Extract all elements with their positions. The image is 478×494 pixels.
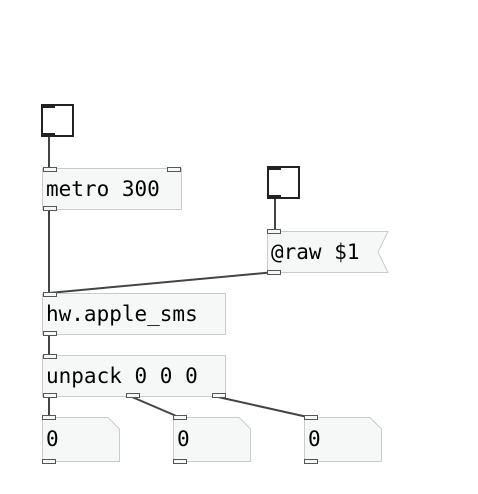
number-box-2-frame <box>173 417 251 462</box>
apple-sms-label: hw.apple_sms <box>46 302 198 326</box>
number-box-2-value: 0 <box>177 427 190 451</box>
message-outlet[interactable] <box>267 270 281 275</box>
wire-unpack-to-number-3[interactable] <box>217 396 313 419</box>
number-box-3-inlet[interactable] <box>304 415 318 420</box>
metro-object[interactable]: metro 300 <box>42 167 182 211</box>
unpack-label: unpack 0 0 0 <box>46 364 198 388</box>
message-box-label: @raw $1 <box>271 240 360 264</box>
number-box-3[interactable]: 0 <box>304 415 382 464</box>
unpack-outlet-3[interactable] <box>212 393 226 398</box>
number-box-1-frame <box>42 417 120 462</box>
apple-sms-inlet[interactable] <box>43 292 57 297</box>
toggle-right[interactable] <box>267 166 300 199</box>
apple-sms-outlet[interactable] <box>43 331 57 336</box>
number-box-2-outlet[interactable] <box>173 459 187 464</box>
number-box-3-value: 0 <box>308 427 321 451</box>
metro-outlet[interactable] <box>43 206 57 211</box>
number-box-1-outlet[interactable] <box>42 459 56 464</box>
unpack-outlet-2[interactable] <box>126 393 140 398</box>
number-box-2[interactable]: 0 <box>173 415 251 464</box>
message-box-frame <box>267 231 389 273</box>
number-box-1-value: 0 <box>46 427 59 451</box>
unpack-object[interactable]: unpack 0 0 0 <box>42 354 226 398</box>
metro-label: metro 300 <box>46 177 160 201</box>
message-box-raw[interactable]: @raw $1 <box>267 229 389 275</box>
unpack-outlet-1[interactable] <box>43 393 57 398</box>
unpack-inlet[interactable] <box>43 354 57 359</box>
toggle-top-outlet[interactable] <box>41 133 55 137</box>
apple-sms-object[interactable]: hw.apple_sms <box>42 292 226 336</box>
toggle-right-inlet[interactable] <box>267 166 281 170</box>
number-box-3-outlet[interactable] <box>304 459 318 464</box>
toggle-top[interactable] <box>41 104 74 137</box>
metro-inlet-right[interactable] <box>167 167 181 172</box>
message-inlet[interactable] <box>267 229 281 234</box>
wire-message-to-apple-sms[interactable] <box>48 271 276 294</box>
toggle-top-inlet[interactable] <box>41 104 55 108</box>
number-box-1[interactable]: 0 <box>42 415 120 464</box>
number-box-2-inlet[interactable] <box>173 415 187 420</box>
metro-inlet-left[interactable] <box>43 167 57 172</box>
number-box-3-frame <box>304 417 382 462</box>
toggle-right-outlet[interactable] <box>267 195 281 199</box>
number-box-1-inlet[interactable] <box>42 415 56 420</box>
